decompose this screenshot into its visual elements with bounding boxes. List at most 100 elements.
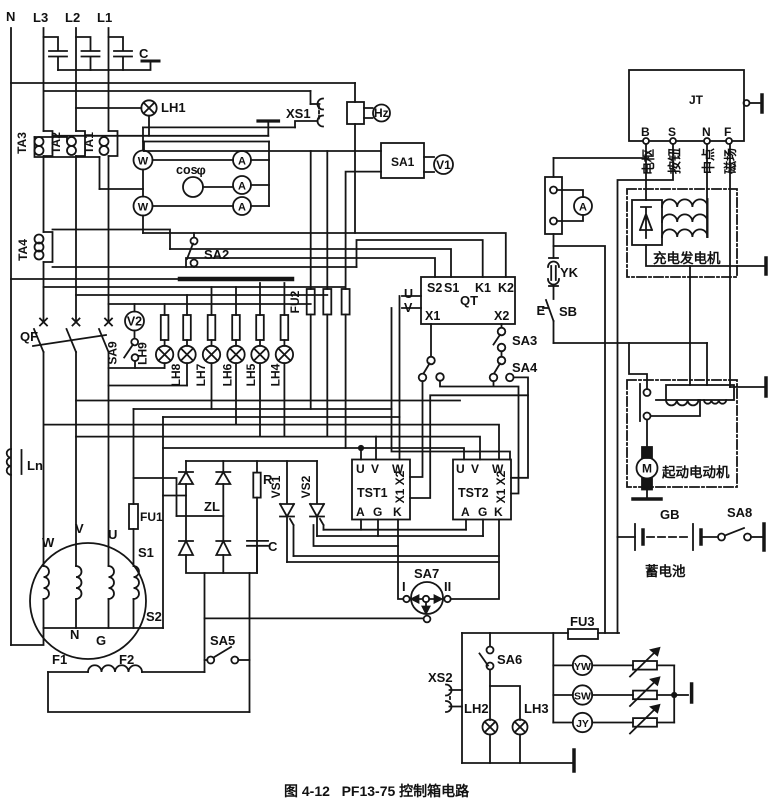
svg-text:U: U [404, 287, 413, 301]
svg-text:GB: GB [660, 507, 680, 522]
svg-text:W: W [42, 535, 55, 550]
svg-text:TA3: TA3 [15, 132, 29, 154]
svg-text:W: W [138, 156, 149, 168]
svg-text:V: V [371, 462, 379, 476]
svg-text:VS1: VS1 [269, 475, 283, 498]
svg-text:JY: JY [576, 718, 589, 730]
svg-text:A: A [238, 156, 246, 168]
svg-text:TST2: TST2 [458, 486, 489, 500]
svg-text:G: G [478, 505, 487, 519]
svg-text:SA7: SA7 [414, 566, 439, 581]
svg-text:SA2: SA2 [204, 247, 229, 262]
svg-text:充电发电机: 充电发电机 [653, 250, 721, 266]
svg-text:VS2: VS2 [299, 475, 313, 498]
svg-text:X1: X1 [425, 309, 440, 323]
svg-text:TA2: TA2 [49, 132, 63, 154]
svg-text:QF: QF [20, 329, 38, 344]
svg-text:SA1: SA1 [391, 155, 415, 169]
svg-text:U: U [356, 462, 365, 476]
svg-text:K: K [494, 505, 503, 519]
svg-text:A: A [461, 505, 470, 519]
svg-text:W: W [392, 462, 404, 476]
svg-text:K2: K2 [498, 281, 514, 295]
svg-text:LH5: LH5 [244, 363, 258, 386]
svg-text:蓄电池: 蓄电池 [645, 563, 686, 579]
svg-text:K: K [393, 505, 402, 519]
svg-text:U: U [456, 462, 465, 476]
svg-text:S2: S2 [146, 609, 162, 624]
svg-text:B: B [641, 125, 650, 139]
svg-text:SA6: SA6 [497, 652, 522, 667]
svg-text:FU3: FU3 [570, 614, 595, 629]
svg-text:X1 X2: X1 X2 [393, 470, 407, 503]
svg-text:A: A [238, 181, 246, 193]
svg-text:TA4: TA4 [16, 239, 30, 261]
svg-text:V: V [471, 462, 479, 476]
svg-text:XS2: XS2 [428, 670, 453, 685]
svg-text:F2: F2 [119, 652, 134, 667]
svg-text:LH8: LH8 [169, 363, 183, 386]
svg-text:C: C [268, 539, 278, 554]
svg-text:磁场: 磁场 [723, 148, 738, 174]
svg-text:LH2: LH2 [464, 701, 489, 716]
svg-text:A: A [579, 202, 587, 214]
svg-text:SA3: SA3 [512, 333, 537, 348]
svg-text:U: U [108, 527, 117, 542]
svg-text:ZL: ZL [204, 499, 220, 514]
svg-text:A: A [356, 505, 365, 519]
svg-text:L2: L2 [65, 10, 80, 25]
svg-text:S: S [668, 125, 676, 139]
svg-text:W: W [138, 202, 149, 214]
svg-text:V1: V1 [436, 158, 451, 172]
svg-text:Ln: Ln [27, 458, 43, 473]
svg-text:图 4-12 PF13-75 控制箱电路: 图 4-12 PF13-75 控制箱电路 [284, 783, 470, 799]
svg-text:中点: 中点 [701, 148, 716, 174]
svg-text:SW: SW [574, 690, 591, 702]
svg-text:X2: X2 [494, 309, 509, 323]
svg-text:K1: K1 [475, 281, 491, 295]
svg-text:YK: YK [560, 265, 579, 280]
svg-text:L3: L3 [33, 10, 48, 25]
svg-text:N: N [702, 125, 711, 139]
svg-text:N: N [6, 9, 15, 24]
svg-text:SB: SB [559, 304, 577, 319]
svg-text:X1 X2: X1 X2 [494, 470, 508, 503]
svg-text:SA4: SA4 [512, 360, 538, 375]
svg-text:XS1: XS1 [286, 106, 311, 121]
svg-text:YW: YW [574, 661, 591, 673]
svg-text:LH9: LH9 [136, 342, 150, 365]
svg-text:E: E [537, 303, 546, 318]
svg-text:起动电动机: 起动电动机 [661, 464, 730, 480]
svg-text:QT: QT [460, 293, 478, 308]
svg-text:LH6: LH6 [221, 363, 235, 386]
svg-text:S1: S1 [138, 545, 154, 560]
svg-text:C: C [139, 46, 149, 61]
svg-text:Hz: Hz [374, 106, 389, 120]
svg-text:L1: L1 [97, 10, 112, 25]
svg-text:TA1: TA1 [82, 132, 96, 154]
svg-text:II: II [444, 579, 451, 594]
svg-text:V2: V2 [127, 315, 142, 329]
svg-text:FU1: FU1 [140, 510, 163, 524]
svg-text:SA8: SA8 [727, 505, 752, 520]
svg-text:V: V [404, 301, 413, 315]
svg-text:cos: cos [176, 163, 198, 177]
svg-text:φ: φ [197, 163, 206, 178]
svg-text:G: G [96, 633, 106, 648]
svg-text:N: N [70, 627, 79, 642]
svg-text:V: V [75, 521, 84, 536]
svg-text:SA9: SA9 [106, 341, 120, 365]
svg-text:M: M [642, 462, 652, 476]
svg-text:FU2: FU2 [288, 290, 302, 313]
svg-text:F: F [724, 125, 731, 139]
svg-text:S1: S1 [444, 281, 459, 295]
svg-text:W: W [492, 462, 504, 476]
svg-text:LH3: LH3 [524, 701, 549, 716]
svg-text:SA5: SA5 [210, 633, 235, 648]
svg-text:R: R [263, 472, 273, 487]
svg-text:LH1: LH1 [161, 100, 186, 115]
svg-text:按钮: 按钮 [667, 148, 682, 174]
svg-text:JT: JT [689, 93, 704, 107]
svg-text:S2: S2 [427, 281, 442, 295]
svg-text:I: I [402, 579, 406, 594]
